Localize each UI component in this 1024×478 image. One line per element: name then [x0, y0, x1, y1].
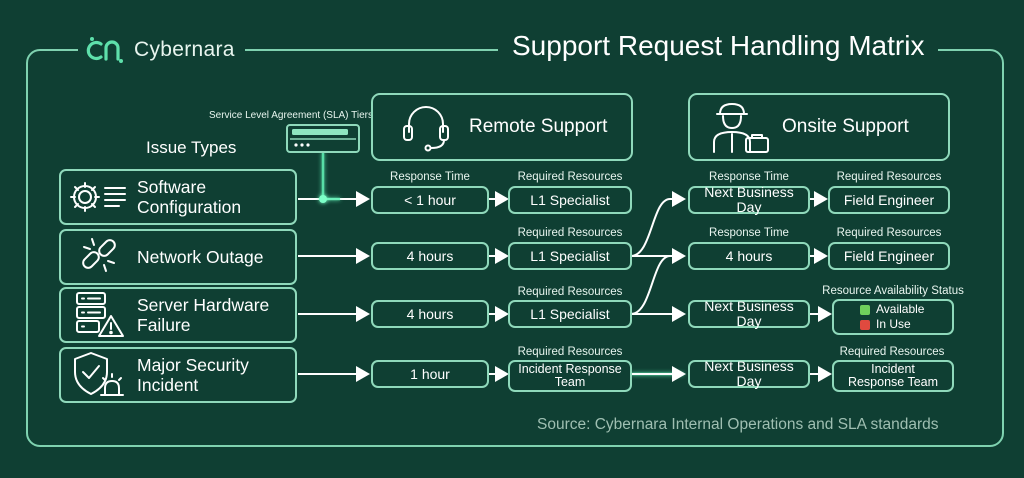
sla-server-icon — [286, 124, 360, 153]
remote-time-caption: Response Time — [390, 171, 470, 183]
issue-label-line1: Server Hardware — [137, 295, 270, 315]
onsite-time-caption: Response Time — [709, 171, 789, 183]
availability-status-box: Available In Use — [832, 299, 954, 335]
issue-label-line1: Software — [137, 177, 207, 197]
onsite-resource-box: Field Engineer — [828, 242, 950, 270]
remote-res-caption: Required Resources — [517, 286, 623, 298]
broken-link-icon — [82, 238, 116, 272]
issue-row-network: Network Outage — [59, 229, 297, 285]
issue-label-line2: Incident — [137, 375, 199, 395]
issue-row-server: Server Hardware Failure — [59, 287, 297, 343]
availability-caption: Resource Availability Status — [822, 285, 964, 297]
gear-list-icon — [70, 182, 126, 212]
issue-label-line2: Failure — [137, 315, 191, 335]
remote-res-caption: Required Resources — [517, 171, 623, 183]
issue-row-security: Major Security Incident — [59, 347, 297, 403]
remote-time-box: 4 hours — [371, 242, 489, 270]
onsite-res-caption: Required Resources — [839, 346, 945, 358]
server-warning-icon — [76, 292, 124, 337]
arrow-escalate-3 — [630, 255, 671, 315]
remote-res-caption: Required Resources — [517, 227, 623, 239]
glow-path-sla — [321, 152, 340, 201]
legend-available: Available — [860, 302, 924, 317]
remote-time-box: < 1 hour — [371, 186, 489, 214]
onsite-resource-box: Field Engineer — [828, 186, 950, 214]
legend-in-use: In Use — [860, 317, 911, 332]
remote-resource-box: Incident Response Team — [508, 360, 632, 392]
issue-row-software: Software Configuration — [59, 169, 297, 225]
brand-logo: Cybernara — [78, 32, 245, 68]
remote-resource-box: L1 Specialist — [508, 186, 632, 214]
remote-support-title: Remote Support — [469, 116, 608, 137]
remote-time-box: 1 hour — [371, 360, 489, 388]
remote-res-caption: Required Resources — [517, 346, 623, 358]
onsite-res-caption: Required Resources — [836, 171, 942, 183]
sla-label: Service Level Agreement (SLA) Tiers — [209, 110, 373, 121]
onsite-res-caption: Required Resources — [836, 227, 942, 239]
headset-icon — [403, 106, 449, 152]
in-use-swatch — [860, 319, 870, 330]
remote-resource-box: L1 Specialist — [508, 242, 632, 270]
onsite-support-header: Onsite Support — [688, 93, 950, 161]
onsite-resource-box: Incident Response Team — [832, 360, 954, 392]
onsite-time-box: Next Business Day — [688, 359, 810, 389]
remote-support-header: Remote Support — [371, 93, 633, 161]
remote-resource-box: L1 Specialist — [508, 300, 632, 328]
onsite-time-box: Next Business Day — [688, 185, 810, 215]
onsite-time-caption: Response Time — [709, 227, 789, 239]
sla-node — [319, 195, 327, 203]
page-title: Support Request Handling Matrix — [512, 30, 925, 61]
onsite-time-box: Next Business Day — [688, 299, 810, 329]
arrow-escalate-1 — [630, 191, 686, 257]
shield-alarm-icon — [74, 352, 124, 396]
title-wrap: Support Request Handling Matrix — [498, 30, 939, 62]
cybernara-logo-icon — [86, 37, 123, 63]
onsite-support-title: Onsite Support — [782, 116, 909, 137]
available-swatch — [860, 304, 870, 315]
available-label: Available — [876, 302, 925, 316]
in-use-label: In Use — [876, 317, 911, 331]
remote-time-box: 4 hours — [371, 300, 489, 328]
issue-label-line1: Major Security — [137, 355, 249, 375]
issue-label-line1: Network Outage — [137, 247, 264, 267]
brand-name: Cybernara — [134, 38, 235, 61]
source-note: Source: Cybernara Internal Operations an… — [537, 416, 939, 433]
issue-label-line2: Configuration — [137, 197, 242, 217]
onsite-time-box: 4 hours — [688, 242, 810, 270]
issue-types-heading: Issue Types — [146, 138, 237, 157]
technician-icon — [713, 103, 769, 153]
